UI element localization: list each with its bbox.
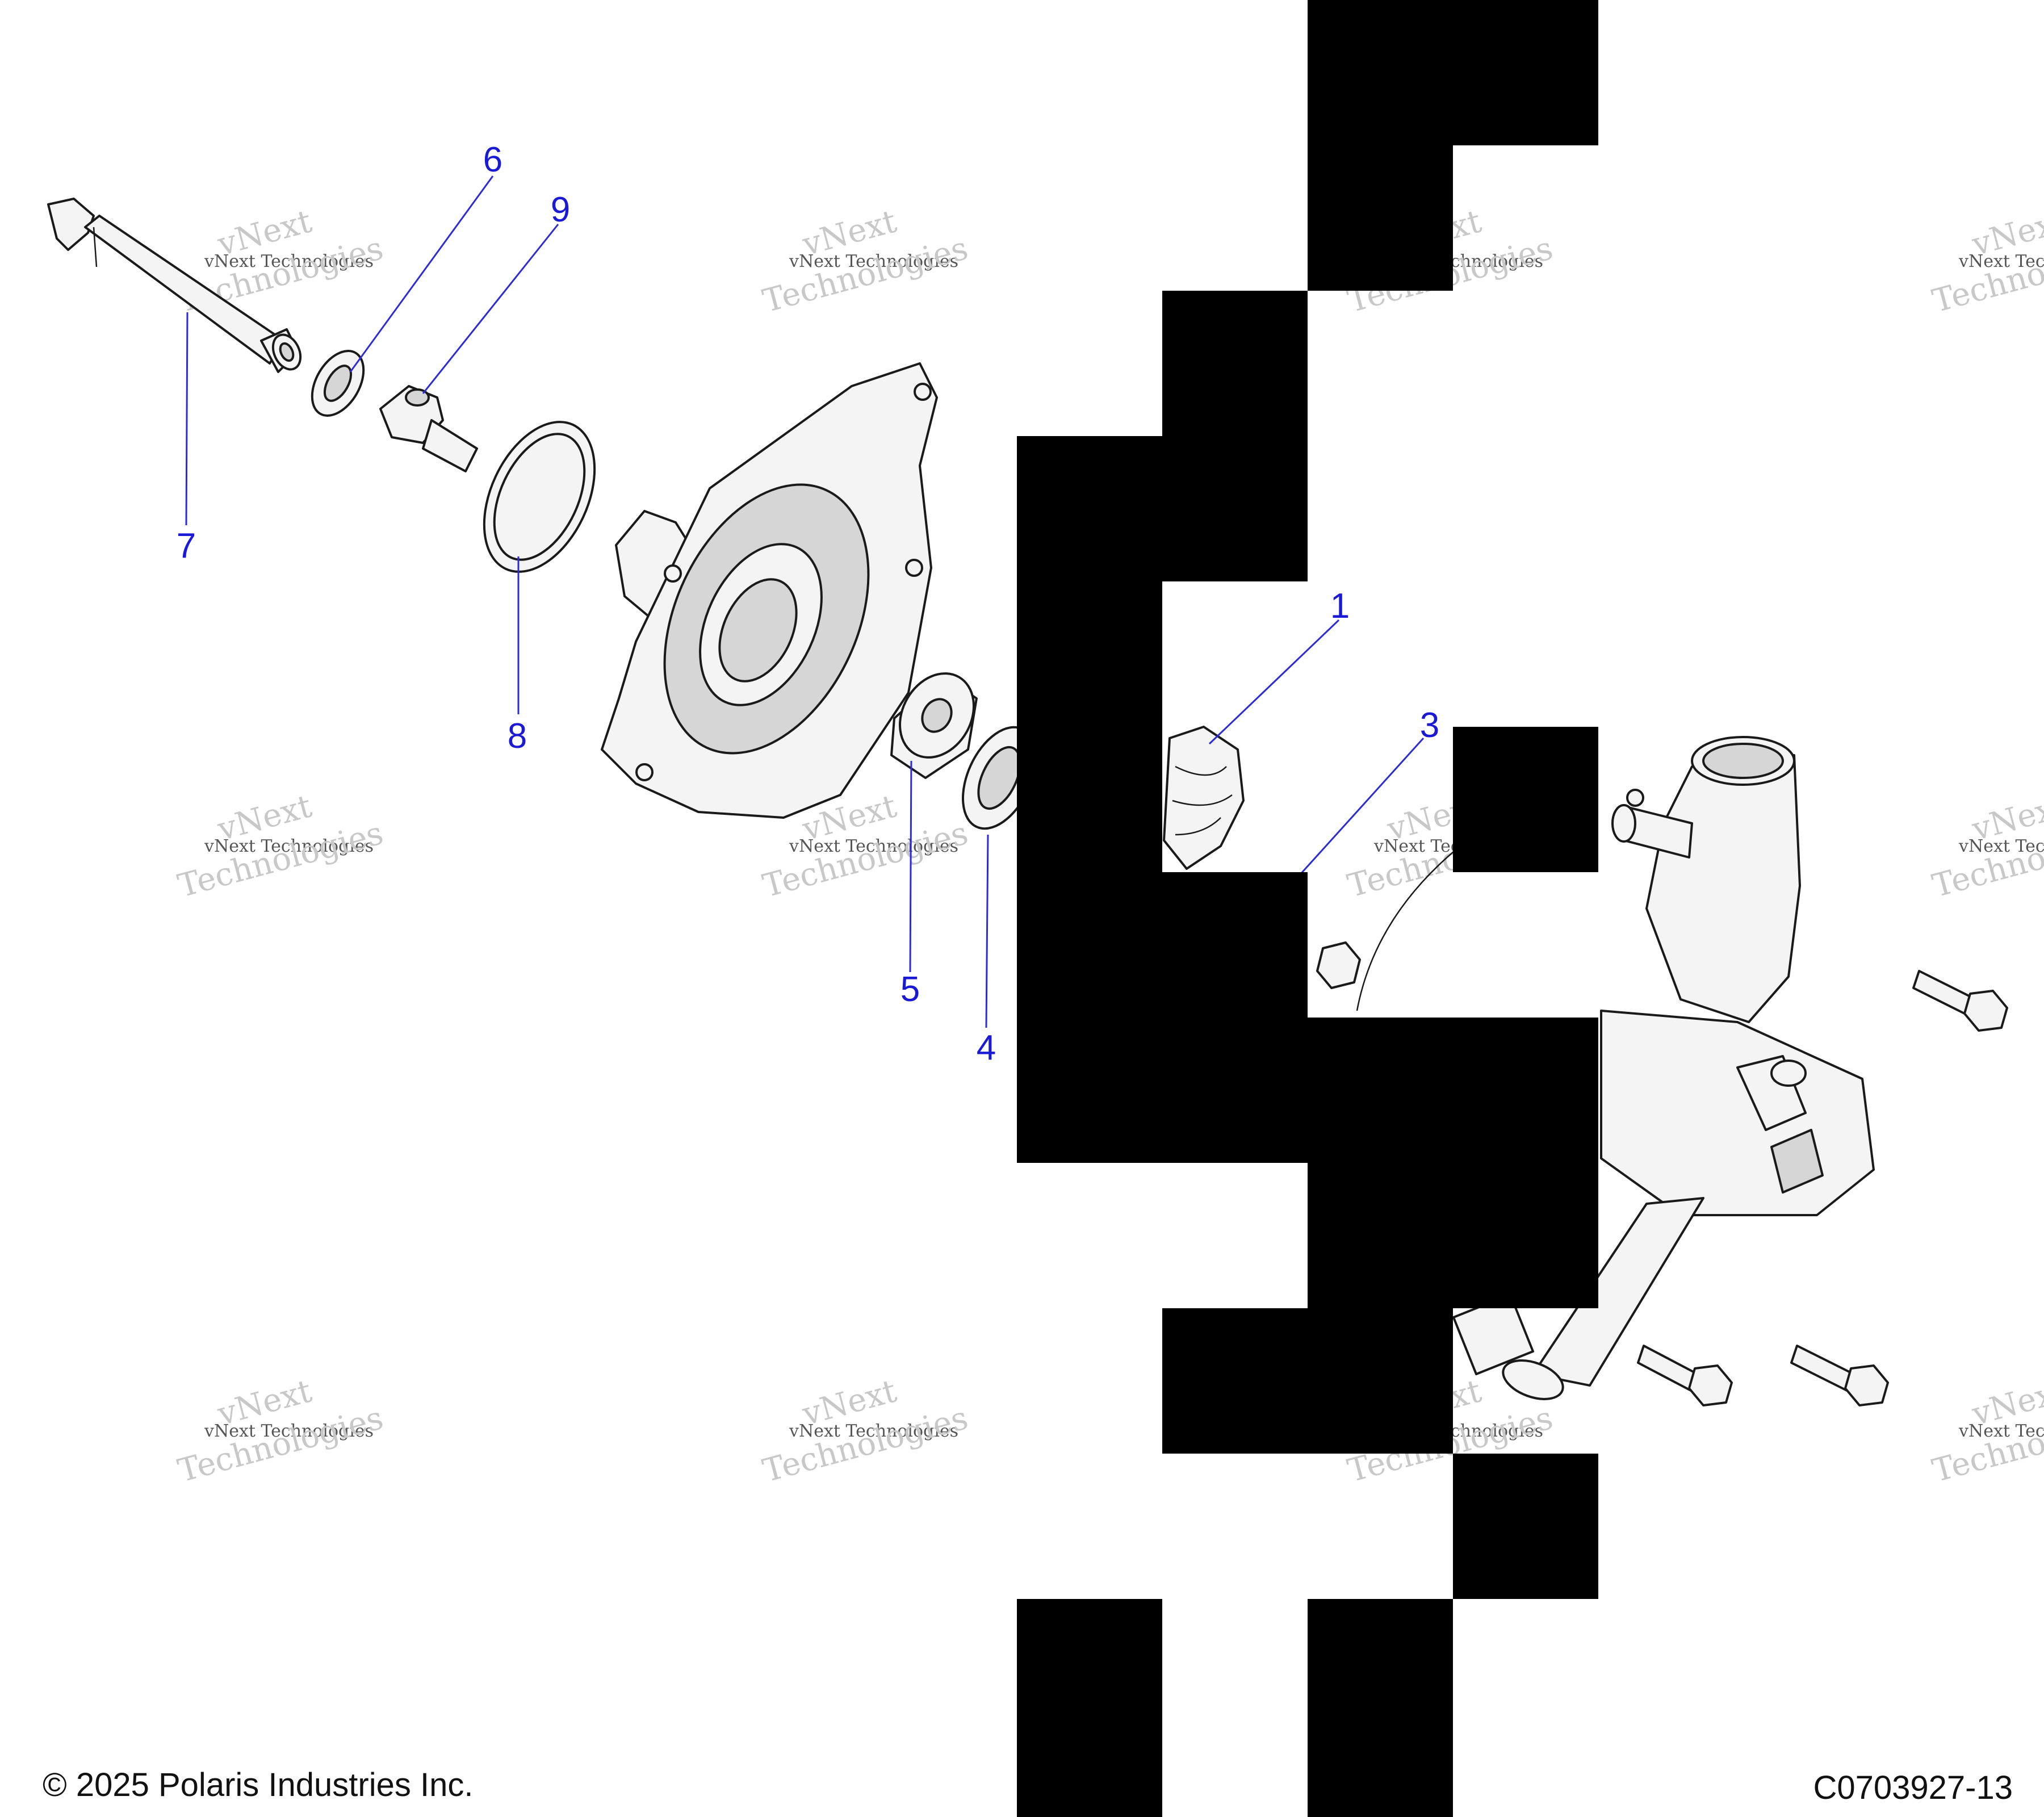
watermark: vNext Technologies vNext Technologies (174, 788, 387, 905)
callout-9: 9 (551, 190, 570, 229)
callout-4: 4 (977, 1028, 996, 1067)
watermark-caption: vNext Technologies (204, 252, 374, 271)
part-bolt (1637, 1345, 1733, 1406)
watermark-caption: vNext Technologies (1958, 1421, 2044, 1441)
redaction-mask (1017, 0, 1598, 1817)
watermark-caption: vNext Technologies (789, 1421, 958, 1441)
watermark: vNext Technologies vNext Technologies (759, 203, 972, 320)
part-bolt (1790, 1345, 1889, 1406)
watermark: vNext Technologies vNext Technologies (1929, 1372, 2044, 1489)
leader-line-4 (985, 834, 989, 1028)
callout-6: 6 (483, 140, 502, 179)
part-seal-ring (483, 421, 596, 573)
watermark-caption: vNext Technologies (789, 252, 958, 271)
watermark-caption: vNext Technologies (1958, 252, 2044, 271)
leader-line-7 (185, 312, 189, 526)
leader-line-5 (909, 760, 912, 973)
copyright-notice: © 2025 Polaris Industries Inc. (43, 1766, 473, 1803)
callout-5: 5 (900, 970, 920, 1009)
callout-7: 7 (177, 526, 196, 566)
watermark: vNext Technologies vNext Technologies (1929, 788, 2044, 905)
watermark-caption: vNext Technologies (204, 836, 374, 856)
leader-lines (185, 175, 1425, 1028)
part-bolt (1912, 970, 2008, 1032)
part-impeller (1163, 726, 1245, 870)
watermark-caption: vNext Technologies (204, 1421, 374, 1441)
part-bolt (1316, 941, 1361, 989)
watermark: vNext Technologies vNext Technologies (759, 1372, 972, 1489)
callouts: 6 9 7 8 1 3 5 4 (177, 140, 1439, 1067)
leader-line-1 (1208, 619, 1340, 745)
watermark-caption: vNext Technologies (1958, 836, 2044, 856)
part-bushing (890, 672, 978, 779)
callout-1: 1 (1330, 587, 1350, 626)
watermark: vNext Technologies vNext Technologies (1929, 203, 2044, 320)
footer: © 2025 Polaris Industries Inc. C0703927-… (43, 1766, 2013, 1806)
callout-3: 3 (1420, 706, 1439, 745)
part-clip (379, 385, 478, 472)
watermark: vNext Technologies vNext Technologies (174, 1372, 387, 1489)
part-washer (311, 350, 365, 417)
leader-line-9 (422, 224, 559, 394)
part-pump-cover (601, 362, 938, 819)
leader-line-6 (349, 175, 494, 372)
watermark-caption: vNext Technologies (789, 836, 958, 856)
diagram-code: C0703927-13 (1813, 1769, 2013, 1806)
callout-8: 8 (508, 717, 527, 756)
part-pump-housing (1452, 736, 1875, 1400)
leader-line-3 (1299, 737, 1425, 876)
part-shaft (47, 198, 302, 373)
